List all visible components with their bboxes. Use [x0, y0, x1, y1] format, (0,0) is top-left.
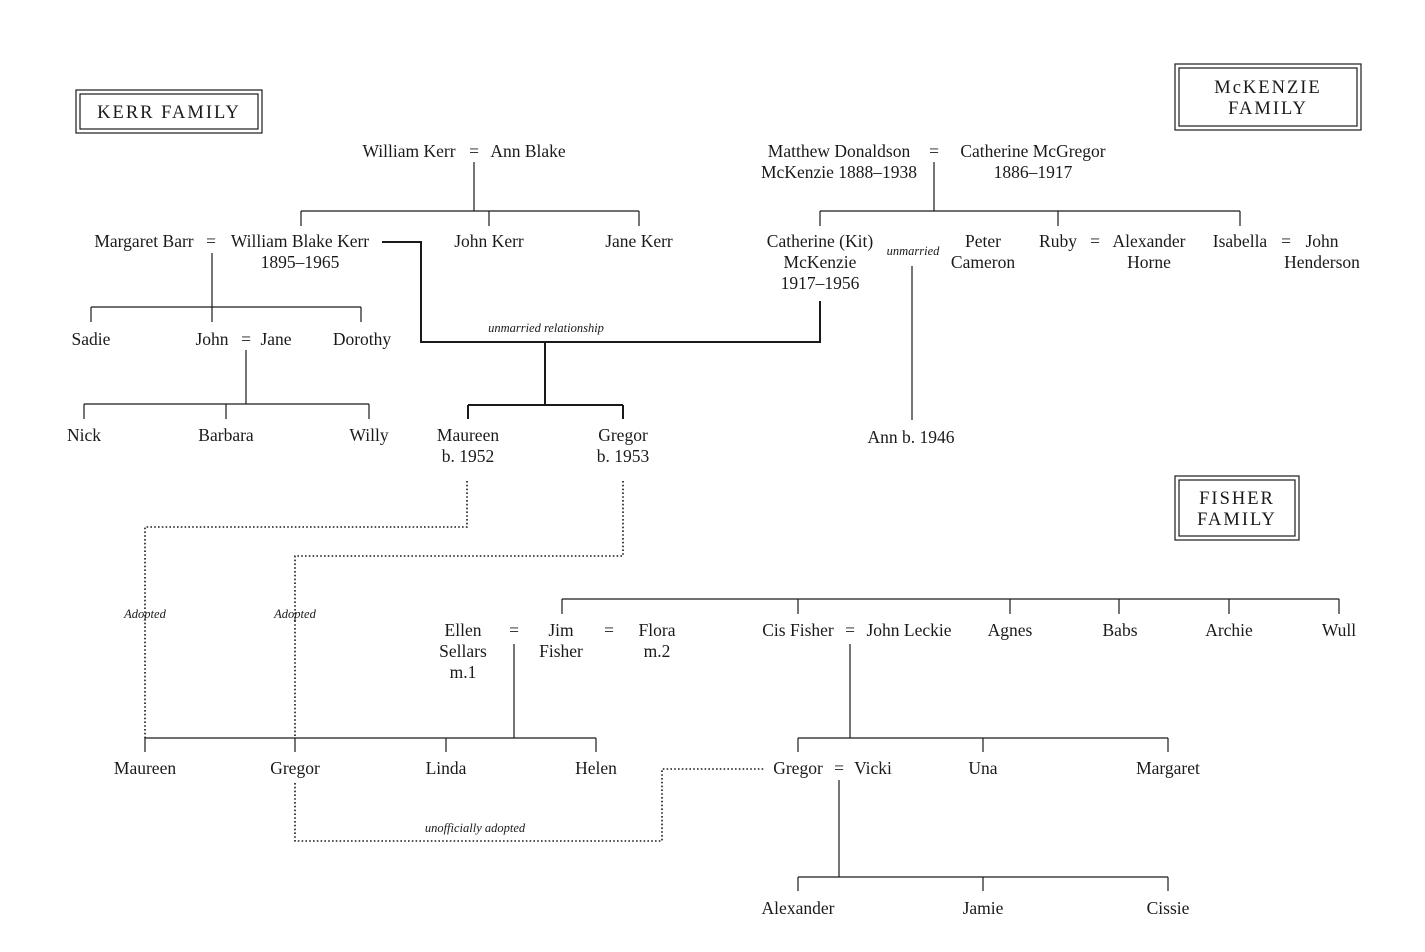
- marriage-sign: =: [929, 141, 939, 161]
- dates-gregor-1953: b. 1953: [597, 446, 650, 466]
- marriage-sign: =: [206, 231, 216, 251]
- marriage-sign: =: [845, 620, 855, 640]
- person-jim-fisher-line2: Fisher: [539, 641, 583, 661]
- mckenzie-family-title-line2: FAMILY: [1228, 99, 1308, 119]
- person-maureen-1952: Maureen: [437, 425, 499, 445]
- adopted-note-gregor: Adopted: [273, 607, 316, 621]
- person-john-leckie: John Leckie: [866, 620, 951, 640]
- person-sadie: Sadie: [72, 329, 111, 349]
- adoption-notes: Adopted Adopted unofficially adopted: [123, 607, 526, 835]
- person-ann: Ann b. 1946: [867, 427, 954, 447]
- person-wull: Wull: [1322, 620, 1356, 640]
- marriage-sign: =: [509, 620, 519, 640]
- marriage-order-flora: m.2: [644, 641, 671, 661]
- person-maureen: Maureen: [114, 758, 176, 778]
- person-babs: Babs: [1103, 620, 1138, 640]
- dates-catherine-mcgregor: 1886–1917: [994, 162, 1073, 182]
- person-agnes: Agnes: [988, 620, 1033, 640]
- person-kit-mckenzie-line2: McKenzie: [784, 252, 857, 272]
- person-gregor: Gregor: [270, 758, 320, 778]
- person-jane: Jane: [260, 329, 291, 349]
- person-vicki: Vicki: [854, 758, 892, 778]
- person-margaret-barr: Margaret Barr: [94, 231, 193, 251]
- marriage-sign: =: [241, 329, 251, 349]
- relationship-children: unmarried relationship Maureen b. 1952 G…: [437, 321, 650, 466]
- person-ruby: Ruby: [1039, 231, 1077, 251]
- person-gregor-married: Gregor: [773, 758, 823, 778]
- kerr-family-title-box: KERR FAMILY: [75, 89, 263, 134]
- person-alexander-horne-line2: Horne: [1127, 252, 1171, 272]
- adoption-connectors: [144, 481, 764, 842]
- fisher-connectors: [144, 598, 1340, 891]
- person-willy: Willy: [349, 425, 388, 445]
- person-william-blake-kerr: William Blake Kerr: [231, 231, 369, 251]
- person-matthew-mckenzie-line2: McKenzie 1888–1938: [761, 162, 917, 182]
- kerr-family-names: William Kerr = Ann Blake Margaret Barr =…: [67, 141, 673, 445]
- person-helen: Helen: [575, 758, 617, 778]
- unofficially-adopted-note: unofficially adopted: [425, 821, 526, 835]
- mckenzie-family-title-box: McKENZIE FAMILY: [1174, 63, 1362, 131]
- fisher-family-names: Ellen Sellars m.1 = Jim Fisher = Flora m…: [114, 620, 1356, 918]
- person-cis-fisher: Cis Fisher: [762, 620, 834, 640]
- person-barbara: Barbara: [198, 425, 254, 445]
- unmarried-relationship-label: unmarried relationship: [488, 321, 604, 335]
- person-linda: Linda: [426, 758, 467, 778]
- person-nick: Nick: [67, 425, 101, 445]
- person-kit-mckenzie: Catherine (Kit): [767, 231, 874, 251]
- unmarried-note: unmarried: [887, 244, 941, 258]
- marriage-order-ellen: m.1: [450, 662, 477, 682]
- marriage-sign: =: [834, 758, 844, 778]
- marriage-sign: =: [604, 620, 614, 640]
- person-archie: Archie: [1205, 620, 1253, 640]
- person-ann-blake: Ann Blake: [490, 141, 566, 161]
- kerr-connectors: [83, 162, 640, 419]
- fisher-family-title-line2: FAMILY: [1197, 510, 1277, 530]
- dates-maureen-1952: b. 1952: [442, 446, 495, 466]
- mckenzie-family-title-line1: McKENZIE: [1214, 78, 1321, 98]
- mckenzie-family-names: Matthew Donaldson McKenzie 1888–1938 = C…: [761, 141, 1360, 447]
- person-ellen-sellars: Ellen: [445, 620, 482, 640]
- dates-william-blake-kerr: 1895–1965: [261, 252, 340, 272]
- person-flora: Flora: [639, 620, 676, 640]
- mckenzie-connectors: [819, 162, 1241, 420]
- person-matthew-mckenzie: Matthew Donaldson: [768, 141, 911, 161]
- person-alexander: Alexander: [762, 898, 835, 918]
- marriage-sign: =: [1281, 231, 1291, 251]
- person-gregor-1953: Gregor: [598, 425, 648, 445]
- person-catherine-mcgregor: Catherine McGregor: [960, 141, 1105, 161]
- person-alexander-horne: Alexander: [1113, 231, 1186, 251]
- adopted-note-maureen: Adopted: [123, 607, 166, 621]
- fisher-family-title-line1: FISHER: [1199, 489, 1275, 509]
- person-jim-fisher: Jim: [548, 620, 574, 640]
- person-john-henderson-line2: Henderson: [1284, 252, 1360, 272]
- kerr-family-title: KERR FAMILY: [97, 103, 241, 123]
- person-una: Una: [968, 758, 997, 778]
- dates-kit-mckenzie: 1917–1956: [781, 273, 860, 293]
- person-margaret: Margaret: [1136, 758, 1200, 778]
- person-william-kerr: William Kerr: [362, 141, 455, 161]
- person-ellen-sellars-line2: Sellars: [439, 641, 487, 661]
- person-peter-cameron: Peter: [965, 231, 1001, 251]
- fisher-family-title-box: FISHER FAMILY: [1174, 475, 1300, 541]
- person-isabella: Isabella: [1213, 231, 1268, 251]
- person-peter-cameron-line2: Cameron: [951, 252, 1015, 272]
- person-jamie: Jamie: [963, 898, 1004, 918]
- person-jane-kerr: Jane Kerr: [605, 231, 673, 251]
- person-john-henderson: John: [1305, 231, 1338, 251]
- person-dorothy: Dorothy: [333, 329, 392, 349]
- person-john: John: [195, 329, 228, 349]
- person-cissie: Cissie: [1147, 898, 1190, 918]
- marriage-sign: =: [1090, 231, 1100, 251]
- marriage-sign: =: [469, 141, 479, 161]
- person-john-kerr: John Kerr: [454, 231, 524, 251]
- unmarried-relationship-connectors: [382, 241, 821, 419]
